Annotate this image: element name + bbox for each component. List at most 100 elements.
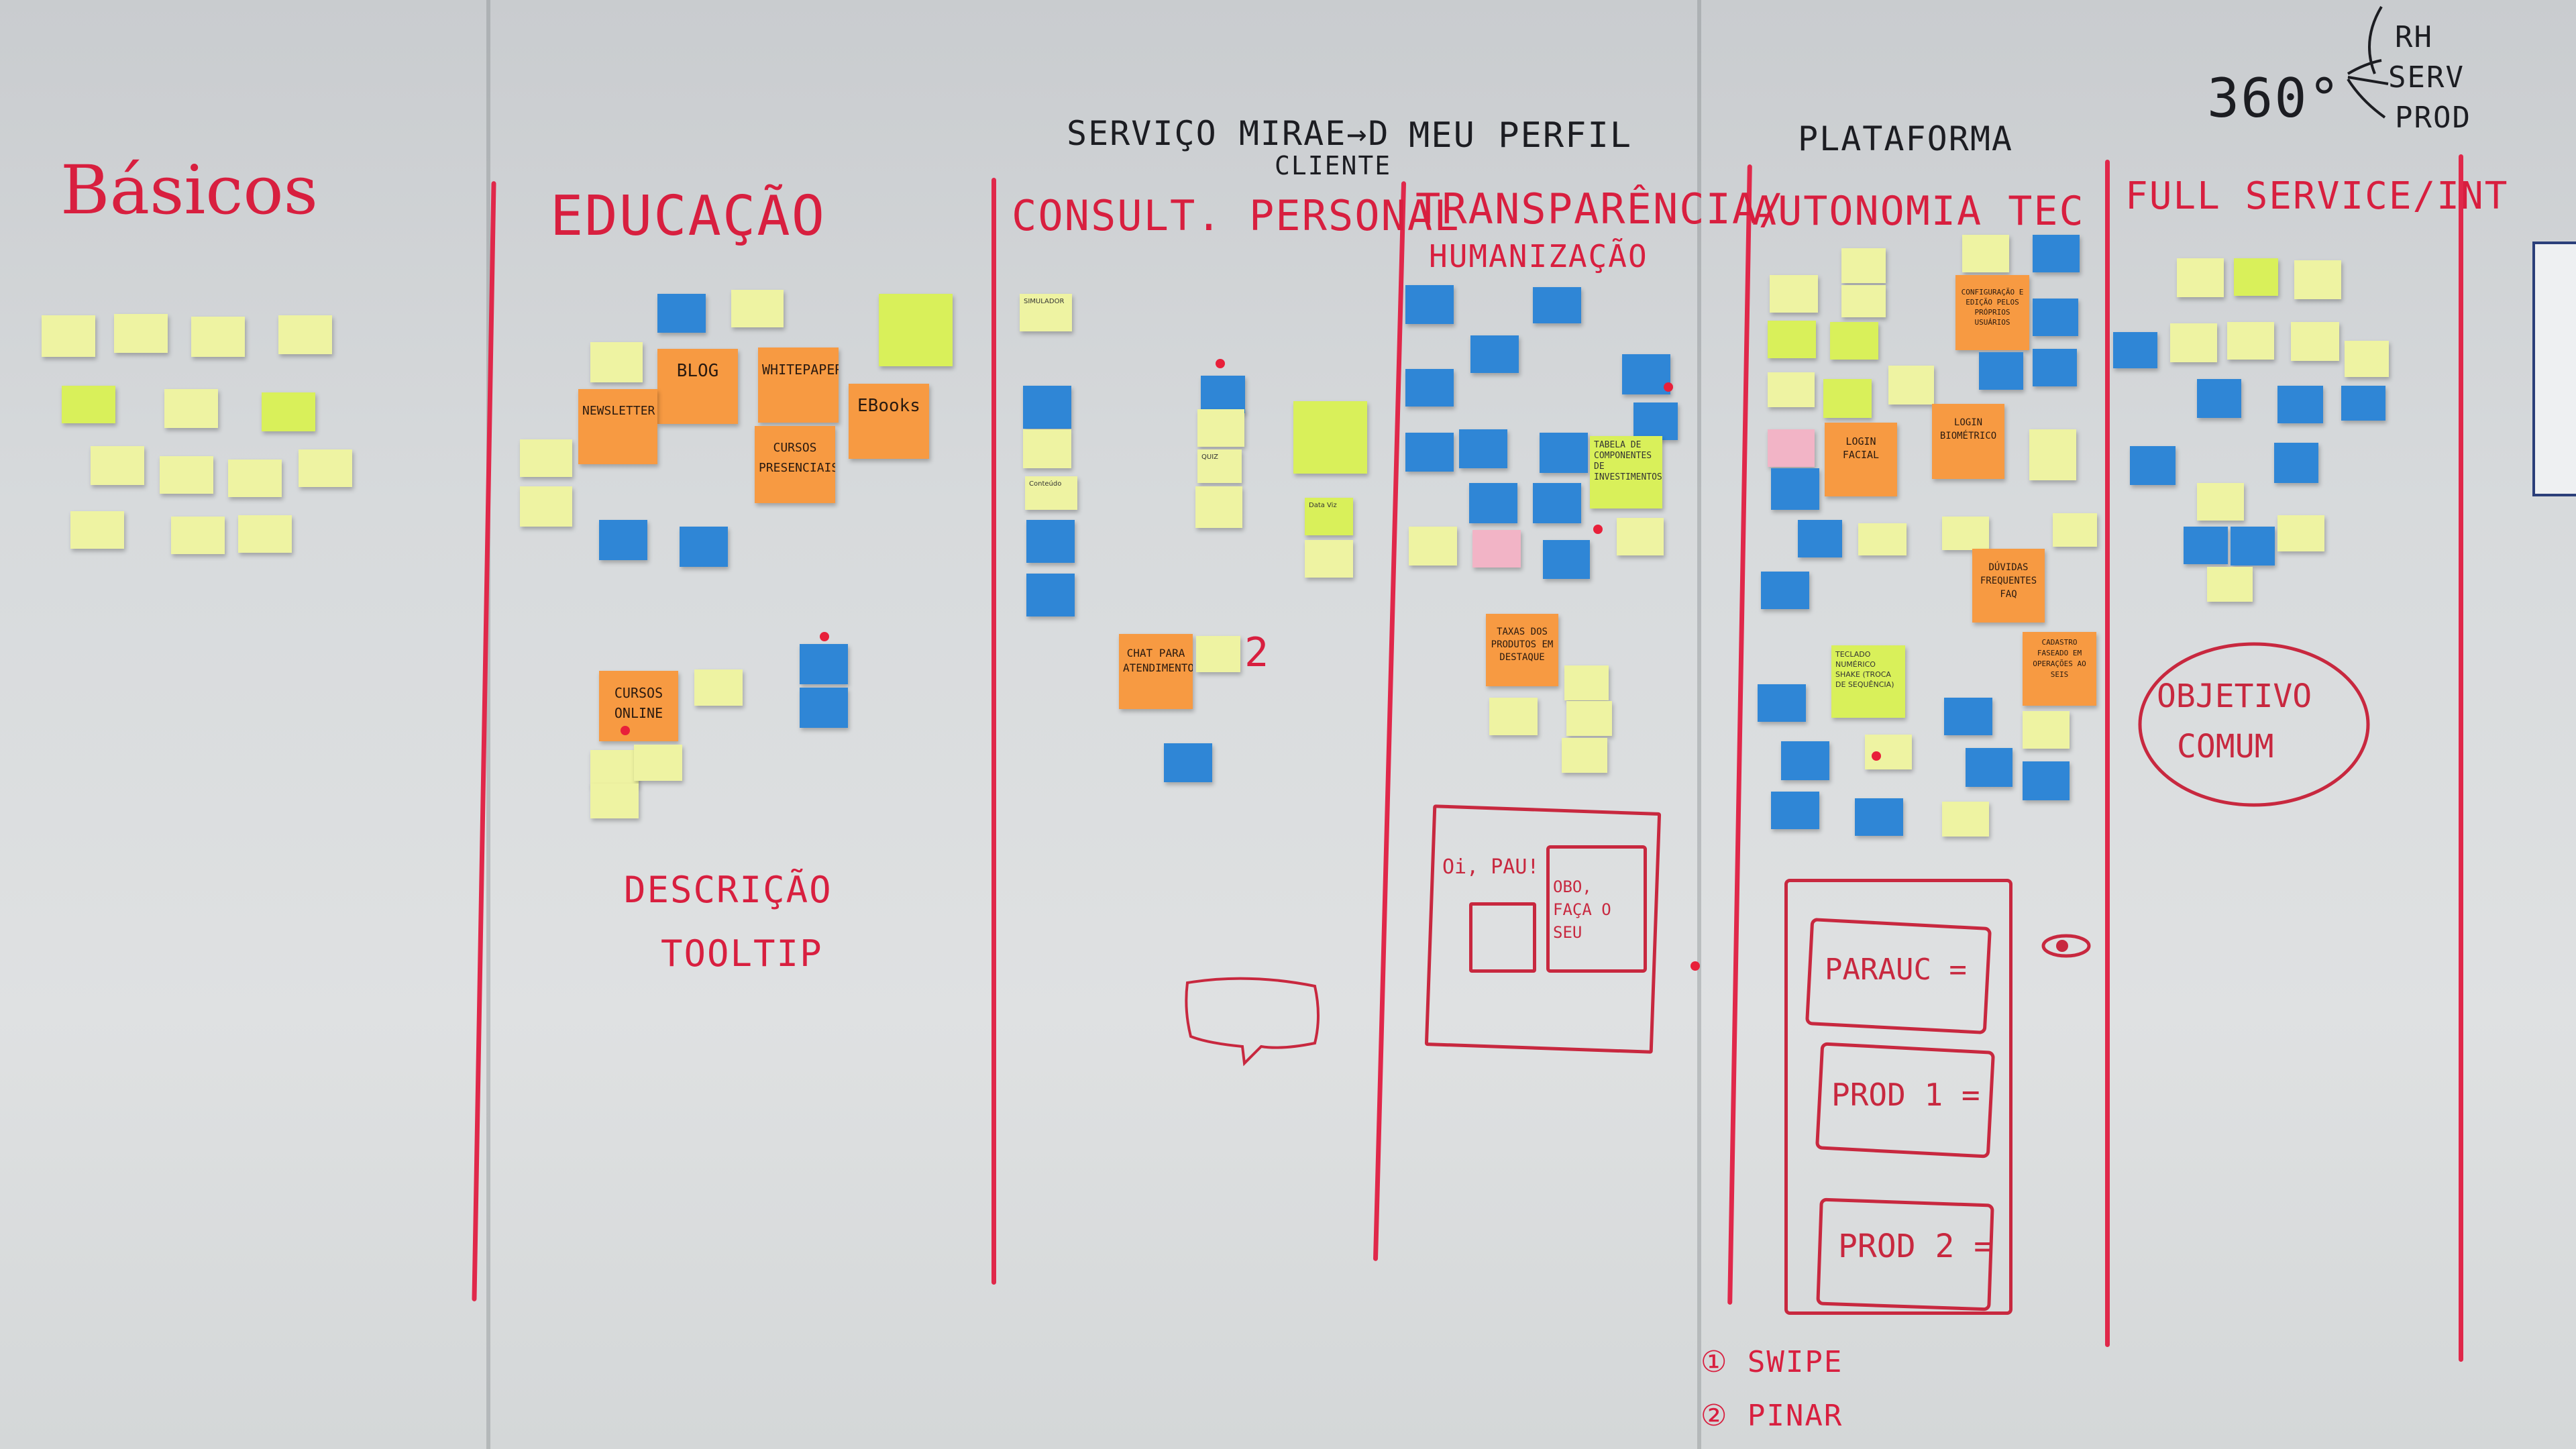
- annotation-pinar: ② PINAR: [1701, 1399, 1843, 1433]
- heading-full-service: FULL SERVICE/INT: [2125, 174, 2509, 218]
- annotation-objetivo: OBJETIVO: [2157, 678, 2312, 715]
- sticky-note: [2197, 379, 2241, 418]
- sticky-note: [2033, 349, 2077, 386]
- sticky-newsletter: NEWSLETTER: [578, 389, 657, 464]
- sticky-simulador: SIMULADOR: [1020, 294, 1072, 331]
- sticky-note: [1841, 285, 1886, 317]
- sticky-blog: BLOG: [657, 349, 738, 424]
- sticky-note: [1026, 520, 1075, 563]
- sticky-note: [1830, 322, 1878, 360]
- sticky-note: [278, 315, 332, 354]
- annotation-tooltip: TOOLTIP: [661, 932, 823, 975]
- sticky-note: [1962, 235, 2009, 272]
- label-prod: PROD: [2395, 101, 2471, 135]
- sticky-note: [1798, 520, 1842, 557]
- sticky-note: [1823, 379, 1872, 418]
- sticky-note: [1622, 354, 1670, 394]
- sticky-note: [1164, 743, 1212, 782]
- sticky-note: [1023, 429, 1071, 468]
- sticky-note: [1201, 376, 1245, 413]
- sticky-note: [2227, 322, 2274, 360]
- sticky-note: [1469, 483, 1517, 523]
- sticky-note: [42, 315, 95, 357]
- sticky-note: [590, 342, 643, 382]
- annotation-comum: COMUM: [2177, 728, 2274, 765]
- column-divider: [991, 178, 996, 1285]
- column-divider: [2105, 160, 2110, 1347]
- sticky-note: [2023, 711, 2070, 749]
- sticky-note: [2113, 332, 2157, 368]
- sticky-cursos-online: CURSOS ONLINE: [599, 671, 678, 741]
- sticky-note: [2053, 513, 2097, 547]
- speech-bubble-sketch: [1185, 977, 1320, 1067]
- label-360: 360°: [2207, 67, 2342, 129]
- sticky-note: [1979, 352, 2023, 390]
- eye-icon: [2041, 934, 2091, 958]
- profile-greeting: Oi, PAU!: [1442, 855, 1540, 879]
- sticky-note: [1196, 636, 1240, 672]
- sticky-note: [1781, 741, 1829, 780]
- vote-dot: [1593, 525, 1603, 534]
- label-rh: RH: [2395, 20, 2433, 54]
- sticky-note: [2029, 429, 2076, 480]
- sticky-tabela: TABELA DE COMPONENTES DE INVESTIMENTOS: [1590, 436, 1662, 508]
- sticky-note: [191, 317, 245, 357]
- sticky-note: [634, 745, 682, 781]
- heading-educacao: EDUCAÇÃO: [550, 184, 826, 248]
- heading-transparencia: TRANSPARÊNCIA/: [1415, 184, 1785, 233]
- sticky-note: [1562, 738, 1607, 773]
- column-divider: [472, 181, 496, 1301]
- sticky-note: [238, 515, 292, 553]
- sticky-note: [2277, 515, 2324, 551]
- sticky-note: [694, 669, 743, 706]
- sticky-note: [590, 750, 639, 786]
- sticky-note: [228, 460, 282, 497]
- sticky-chat: CHAT PARA ATENDIMENTO: [1119, 634, 1193, 709]
- sticky-note: [1633, 402, 1678, 440]
- sticky-login-biometrico: LOGIN BIOMÉTRICO: [1932, 404, 2004, 479]
- branch-brackets: [2347, 5, 2389, 119]
- sticky-note: [1564, 665, 1609, 700]
- sticky-note: [1942, 517, 1989, 550]
- sticky-note: [2170, 323, 2217, 362]
- sticky-note: [1540, 433, 1588, 473]
- right-edge-board: [2532, 241, 2576, 496]
- sticky-note: [1942, 802, 1989, 837]
- vote-dot: [1872, 751, 1881, 761]
- annotation-swipe: ① SWIPE: [1701, 1345, 1843, 1379]
- sticky-note: [1858, 523, 1907, 555]
- sticky-note: [1771, 792, 1819, 829]
- heading-humanizacao: HUMANIZAÇÃO: [1429, 238, 1648, 274]
- sticky-note: [680, 527, 728, 567]
- sticky-note: [2177, 258, 2224, 297]
- heading-autonomia: AUTONOMIA TEC: [1752, 188, 2085, 235]
- sticky-note: [520, 439, 572, 477]
- sticky-login-facial: LOGIN FACIAL: [1825, 423, 1897, 496]
- sticky-note: [171, 517, 225, 554]
- sticky-note: [2277, 386, 2323, 423]
- sticky-note: [1305, 540, 1353, 578]
- sticky-note: [1023, 386, 1071, 429]
- sticky-cursos-presenciais: CURSOS PRESENCIAIS: [755, 426, 835, 503]
- sticky-note: [1566, 701, 1612, 736]
- sticky-note: [2033, 235, 2080, 272]
- sticky-note: [1026, 574, 1075, 616]
- sticky-note: [2023, 761, 2070, 800]
- sticky-data-viz: Data Viz: [1305, 498, 1353, 535]
- objective-circle-sketch: [2138, 642, 2370, 807]
- vote-dot: [1664, 382, 1673, 392]
- phone-item-1-label: PARAUC =: [1825, 953, 1967, 987]
- sticky-note: [1405, 433, 1454, 472]
- sticky-note: [2033, 299, 2078, 336]
- sticky-note: [1768, 429, 1815, 467]
- sticky-note: [1195, 486, 1242, 528]
- annotation-two: 2: [1244, 629, 1271, 676]
- sticky-note: [520, 486, 572, 527]
- sticky-note: [114, 314, 168, 353]
- sticky-note: [1533, 483, 1581, 523]
- sticky-note: [1865, 735, 1912, 769]
- sticky-note: [262, 392, 315, 431]
- sticky-conteudo: Conteúdo: [1025, 476, 1077, 510]
- sticky-configuracao: CONFIGURAÇÃO E EDIÇÃO PELOS PRÓPRIOS USU…: [1955, 275, 2029, 350]
- sticky-note: [1888, 366, 1934, 405]
